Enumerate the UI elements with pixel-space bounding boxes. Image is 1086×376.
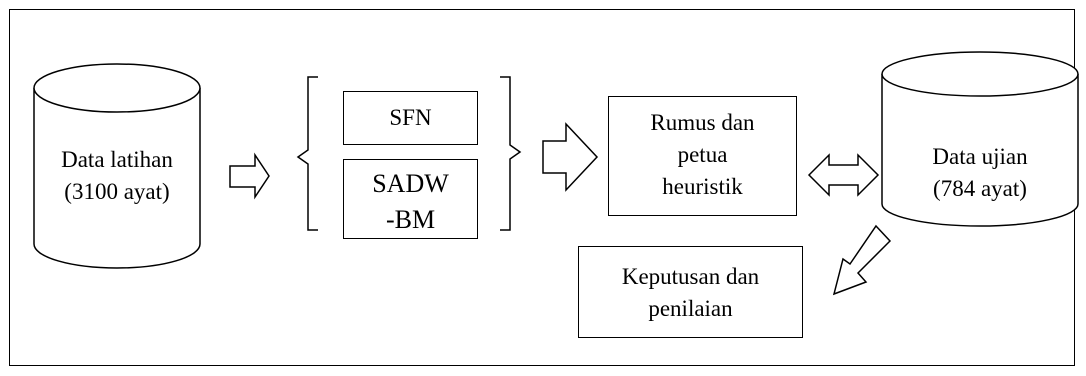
test-data-cylinder [881,51,1079,227]
training-data-count: (3100 ayat) [64,179,170,204]
decision-box: Keputusan dan penilaian [578,246,803,338]
decision-line2: penilaian [648,296,733,321]
rules-line1: Rumus dan [650,110,755,135]
test-data-title: Data ujian [932,144,1028,169]
double-arrow [807,153,880,197]
training-data-label: Data latihan (3100 ayat) [34,144,200,208]
sadw-bm-line2: -BM [385,205,436,234]
right-arrow-2 [542,122,599,192]
training-data-cylinder [33,63,201,269]
right-brace [500,76,522,231]
rules-line2: petua [677,142,728,167]
test-data-count: (784 ayat) [933,176,1027,201]
rules-box: Rumus dan petua heuristik [608,96,797,216]
rules-line3: heuristik [662,174,743,199]
sfn-box: SFN [343,91,478,145]
left-brace [296,76,318,231]
sfn-label: SFN [389,105,432,130]
decision-line1: Keputusan dan [621,264,760,289]
sadw-bm-box: SADW -BM [343,159,478,239]
sadw-bm-line1: SADW [372,169,449,198]
diagonal-arrow [832,224,892,296]
sadw-bm-label: SADW -BM [344,166,477,238]
rules-label: Rumus dan petua heuristik [609,107,796,203]
test-data-label: Data ujian (784 ayat) [882,141,1078,205]
decision-label: Keputusan dan penilaian [579,261,802,325]
training-data-title: Data latihan [61,147,173,172]
right-arrow-1 [229,152,270,200]
